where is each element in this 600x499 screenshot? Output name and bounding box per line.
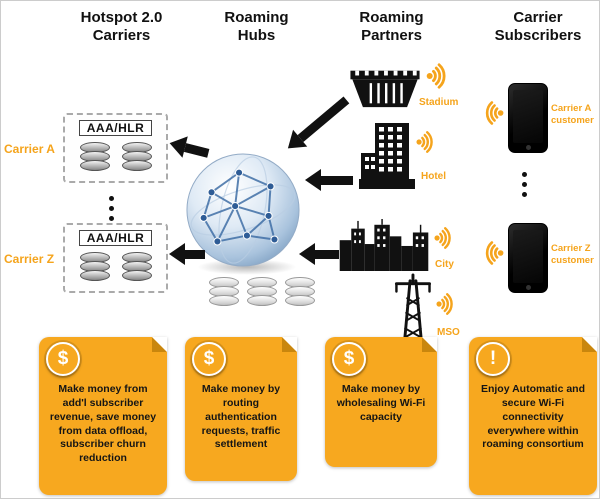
benefit-card-subscribers: ! Enjoy Automatic and secure Wi-Fi conne… (469, 337, 597, 495)
city-label: City (435, 259, 454, 270)
wifi-signal-icon (435, 291, 461, 317)
arrow-city-to-hub (299, 243, 339, 265)
globe-network-icon (184, 151, 302, 269)
more-carriers-ellipsis (109, 191, 114, 226)
carrier-z-label: Carrier Z (4, 252, 55, 266)
database-icon (247, 277, 277, 306)
database-icon (79, 252, 110, 281)
badge-glyph: ! (489, 348, 497, 369)
carrier-z-aaa-box: AAA/HLR (63, 223, 168, 293)
wifi-signal-icon (425, 61, 455, 91)
benefit-card-carriers: $ Make money from add'l subscriber reven… (39, 337, 167, 495)
benefit-card-partners: $ Make money by wholesaling Wi-Fi capaci… (325, 337, 437, 467)
database-icon (209, 277, 239, 306)
carrier-a-customer-label: Carrier A customer (551, 103, 594, 127)
carrier-a-aaa-title: AAA/HLR (78, 120, 153, 136)
benefit-text-partners: Make money by wholesaling Wi-Fi capacity (336, 383, 426, 423)
exclamation-badge-icon: ! (476, 342, 510, 376)
stadium-label: Stadium (419, 97, 459, 108)
benefit-text-carriers: Make money from add'l subscriber revenue… (49, 383, 157, 465)
smartphone-icon (508, 83, 548, 153)
dollar-badge-icon: $ (46, 342, 80, 376)
smartphone-icon (508, 223, 548, 293)
more-subscribers-ellipsis (522, 167, 527, 202)
header-hotspot-carriers: Hotspot 2.0 Carriers (80, 9, 163, 44)
arrow-hub-to-carrier-a (166, 132, 211, 163)
carrier-z-databases (79, 252, 152, 281)
city-icon (339, 219, 429, 271)
wifi-signal-icon (433, 225, 459, 251)
arrow-hotel-to-hub (305, 169, 353, 191)
carrier-a-aaa-box: AAA/HLR (63, 113, 168, 183)
carrier-a-databases (79, 142, 152, 171)
carrier-a-label: Carrier A (4, 142, 55, 156)
database-icon (285, 277, 315, 306)
header-roaming-hubs: Roaming Hubs (224, 9, 289, 44)
hotel-icon (359, 123, 415, 189)
arrow-hub-to-carrier-z (169, 243, 205, 265)
wifi-signal-icon (477, 99, 505, 127)
dollar-badge-icon: $ (332, 342, 366, 376)
wifi-signal-icon (415, 129, 441, 155)
hub-databases (209, 277, 315, 306)
benefit-text-hubs: Make money by routing authentication req… (201, 383, 281, 451)
mso-label: MSO (437, 327, 460, 338)
database-icon (121, 142, 152, 171)
database-icon (121, 252, 152, 281)
hotel-label: Hotel (421, 171, 446, 182)
dollar-badge-icon: $ (192, 342, 226, 376)
stadium-icon (346, 63, 424, 111)
globe-shadow (197, 259, 297, 275)
database-icon (79, 142, 110, 171)
antenna-tower-icon (389, 273, 435, 345)
badge-glyph: $ (203, 348, 215, 369)
arrow-stadium-to-hub (280, 91, 353, 157)
benefit-card-hubs: $ Make money by routing authentication r… (185, 337, 297, 481)
carrier-z-aaa-title: AAA/HLR (78, 230, 153, 246)
badge-glyph: $ (343, 348, 355, 369)
header-carrier-subscribers: Carrier Subscribers (494, 9, 582, 44)
badge-glyph: $ (57, 348, 69, 369)
benefit-text-subscribers: Enjoy Automatic and secure Wi-Fi connect… (480, 383, 586, 451)
carrier-z-customer-label: Carrier Z customer (551, 243, 594, 267)
header-roaming-partners: Roaming Partners (359, 9, 424, 44)
wifi-signal-icon (477, 239, 505, 267)
